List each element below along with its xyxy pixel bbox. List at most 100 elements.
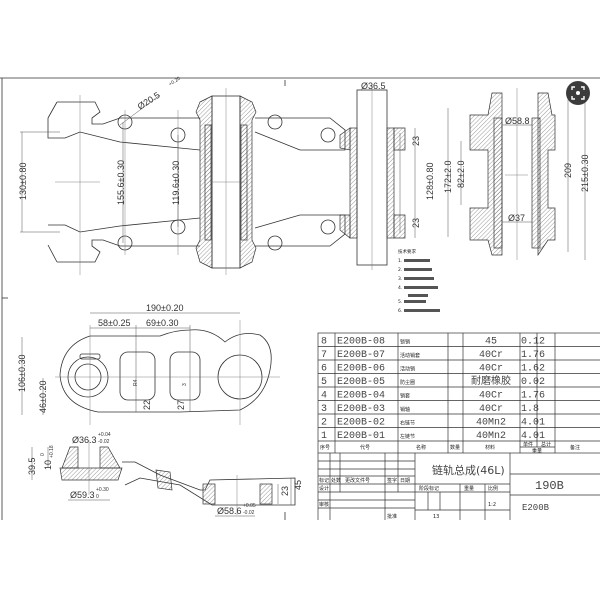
- bom-cell-no: 1: [321, 431, 327, 442]
- dim-69: 69±0.30: [146, 318, 178, 328]
- scale-value: 1:2: [488, 502, 496, 508]
- note-item: 2.: [398, 267, 402, 273]
- bom-cell-code: E200B-08: [337, 337, 385, 348]
- dim-58: 58±0.25: [98, 318, 130, 328]
- bom-cell-material: 40Cr: [479, 404, 503, 415]
- bom-cell-code: E200B-02: [337, 418, 385, 429]
- bom-cell-material: 40Mn2: [476, 431, 506, 442]
- mark-label: 标记: [319, 477, 329, 484]
- bom-cell-code: E200B-03: [337, 404, 385, 415]
- count-label: 处数: [331, 477, 341, 484]
- doc-label: 更改文件号: [345, 477, 370, 484]
- technical-notes: 技术要求 1. 2. 3. 4. 5. 6.: [398, 248, 440, 314]
- header-total: 总计: [541, 441, 551, 448]
- bom-cell-weight: 1.76: [521, 391, 545, 402]
- dim-119-6: 119.6±0.30: [171, 161, 181, 205]
- scale-label: 比例: [488, 485, 498, 492]
- bom-cell-name: 销套: [400, 393, 410, 400]
- dim-tol: 0: [40, 453, 46, 456]
- link-section-view: [31, 440, 296, 517]
- bom-cell-weight: 4.01: [521, 431, 545, 442]
- dim-27: 27: [176, 400, 186, 410]
- bom-cell-no: 6: [321, 364, 327, 375]
- designer-label: 设计: [319, 485, 329, 492]
- bom-cell-no: 2: [321, 418, 327, 429]
- dim-39-5: 39.5: [27, 457, 37, 475]
- dim-d20-5: Ø20.5: [136, 90, 162, 112]
- lens-search-button[interactable]: [566, 81, 590, 105]
- dim-23: 23: [280, 486, 290, 496]
- header-remark: 备注: [570, 444, 580, 451]
- dim-46: 46±0.20: [38, 381, 48, 413]
- bom-cell-material: 40Cr: [479, 391, 503, 402]
- dim-82: 82±2.0: [456, 161, 466, 188]
- section-dimensions: 172±2.0 82±2.0 Ø58.8 Ø37 209 215±0.30: [443, 116, 590, 223]
- check-label: 审核: [319, 501, 329, 508]
- bom-cell-name: 锁销: [400, 339, 410, 346]
- dim-23-bottom: 23: [411, 218, 421, 228]
- dim-tol: +0.05: [243, 503, 256, 509]
- note-item: 1.: [398, 258, 402, 264]
- dim-tol: 0: [96, 494, 99, 500]
- bom-cell-no: 4: [321, 391, 327, 402]
- bom-cell-material: 40Cr: [479, 364, 503, 375]
- dim-tol: -0.02: [243, 510, 255, 516]
- bom-cell-material: 40Cr: [479, 350, 503, 361]
- model-number: 190B: [535, 479, 564, 493]
- note-item: 6.: [398, 308, 402, 314]
- header-material: 材料: [485, 444, 495, 451]
- dim-23-top: 23: [411, 136, 421, 146]
- dim-128: 128±0.80: [425, 163, 435, 200]
- bom-cell-name: 活动销: [400, 366, 415, 373]
- dim-22: 22: [142, 400, 152, 410]
- lens-search-icon: [571, 86, 585, 100]
- note-item: 4.: [398, 285, 402, 291]
- sheet-count: 13: [433, 514, 439, 520]
- bom-cell-weight: 0.02: [521, 377, 545, 388]
- date-label: 日期: [400, 478, 410, 484]
- dim-106: 106±0.30: [17, 355, 27, 392]
- dim-172: 172±2.0: [443, 161, 453, 193]
- link-section-dimensions: Ø36.3 +0.04 -0.02 39.5 10 +0.18 0 Ø59.3 …: [27, 432, 303, 516]
- note-item: 3.: [398, 276, 402, 282]
- bom-cell-name: 销轴: [400, 406, 410, 413]
- bom-cell-no: 8: [321, 337, 327, 348]
- dim-d36-5: Ø36.5: [361, 81, 386, 91]
- bom-cell-weight: 0.12: [521, 337, 545, 348]
- bom-cell-code: E200B-04: [337, 391, 385, 402]
- dim-d20-5-tol: +0.20: [168, 76, 182, 88]
- bom-cell-name: 防尘圈: [400, 379, 415, 386]
- bom-cell-name: 右链节: [400, 420, 415, 427]
- weight-label: 重量: [464, 485, 474, 492]
- dim-d58-8: Ø58.8: [505, 116, 530, 126]
- dim-130: 130±0.80: [18, 163, 28, 200]
- drawing-number: E200B: [522, 503, 550, 513]
- bom-cell-name: 左链节: [400, 433, 415, 440]
- dim-155-6: 155.6±0.30: [116, 160, 126, 205]
- bom-cell-weight: 1.76: [521, 350, 545, 361]
- bom-cell-weight: 1.62: [521, 364, 545, 375]
- dim-10: 10: [43, 460, 53, 470]
- dim-215: 215±0.30: [580, 155, 590, 192]
- dim-d59-3: Ø59.3: [70, 490, 95, 500]
- bom-cell-no: 7: [321, 350, 327, 361]
- bom-cell-name: 活动销套: [400, 352, 420, 359]
- bom-cell-no: 5: [321, 377, 327, 388]
- note-item: 5.: [398, 299, 402, 305]
- header-name: 名称: [416, 444, 426, 451]
- bom-cell-code: E200B-05: [337, 377, 385, 388]
- title-block: 链轨总成(46L) 190B E200B 1:2 13 阶段标记 重量 比例 标…: [317, 453, 600, 520]
- approve-label: 批准: [387, 513, 397, 520]
- top-view-dimensions: Ø20.5 +0.20 130±0.80 155.6±0.30 119.6±0.…: [18, 76, 435, 228]
- dim-tol: +0.18: [49, 445, 55, 458]
- side-view-dimensions: 190±0.20 58±0.25 69±0.30 106±0.30 46±0.2…: [17, 303, 188, 413]
- bom-cell-no: 3: [321, 404, 327, 415]
